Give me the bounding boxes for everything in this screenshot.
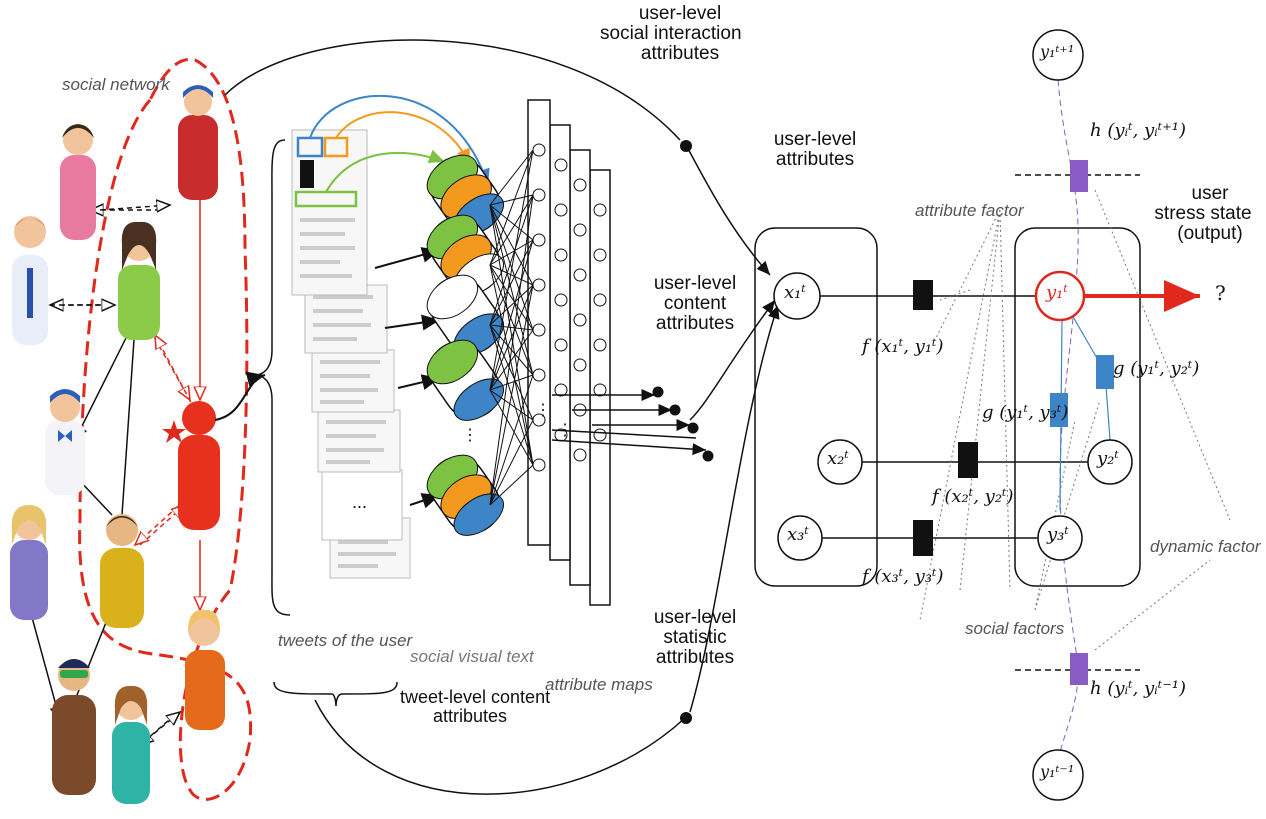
math-f1: f (x₁ᵗ, y₁ᵗ) — [862, 338, 944, 357]
map-node — [555, 159, 567, 171]
map-node — [555, 339, 567, 351]
factor-node-h-next — [1070, 160, 1088, 192]
map-node — [555, 204, 567, 216]
person-icon — [45, 389, 85, 495]
label-tweet-level: tweet-level content attributes — [400, 688, 540, 726]
map-node — [574, 179, 586, 191]
pill-group — [419, 446, 511, 544]
factor-node-g12 — [1096, 355, 1114, 389]
person-icon — [100, 514, 144, 628]
math-g13: g (y₁ᵗ, y₃ᵗ) — [982, 404, 1068, 423]
map-node — [533, 144, 545, 156]
social-network — [10, 59, 251, 804]
factor-node-f2 — [958, 442, 978, 478]
map-node — [533, 279, 545, 291]
map-node — [594, 429, 606, 441]
map-node — [574, 314, 586, 326]
map-node — [555, 294, 567, 306]
tweets-underbrace — [272, 680, 402, 710]
person-icon — [118, 222, 160, 340]
map-node — [533, 459, 545, 471]
label-attribute-factor: attribute factor — [915, 202, 1024, 220]
label-output-mark: ? — [1215, 283, 1226, 304]
math-y1: y₁ᵗ — [1046, 284, 1068, 303]
map-node — [574, 359, 586, 371]
person-icon — [185, 610, 225, 730]
tweet-card — [312, 350, 394, 412]
map-node — [533, 369, 545, 381]
label-dynamic-factor: dynamic factor — [1150, 538, 1261, 556]
map-node — [533, 324, 545, 336]
map-node — [533, 189, 545, 201]
map-node — [574, 224, 586, 236]
math-x1: x₁ᵗ — [784, 284, 806, 303]
math-x2: x₂ᵗ — [827, 450, 849, 469]
tweet-card — [292, 130, 367, 295]
label-attribute-maps: attribute maps — [545, 676, 653, 694]
tweet-card — [318, 410, 400, 472]
math-g12: g (y₁ᵗ, y₂ᵗ) — [1113, 360, 1199, 379]
map-node — [574, 269, 586, 281]
person-icon — [112, 686, 150, 804]
label-statistic-attributes: user-level statistic attributes — [640, 608, 750, 668]
factor-node-h-prev — [1070, 653, 1088, 685]
map-node — [594, 384, 606, 396]
label-tweets-of-user: tweets of the user — [278, 632, 412, 650]
label-user-level-attributes: user-level attributes — [770, 130, 860, 170]
map-node — [555, 384, 567, 396]
map-node — [594, 294, 606, 306]
factor-node-f1 — [913, 280, 933, 310]
person-icon — [52, 659, 96, 795]
map-node — [574, 449, 586, 461]
tweet-ellipsis: ... — [352, 492, 367, 512]
attribute-maps: ⋮ ⋮ — [528, 100, 610, 605]
math-y3: y₃ᵗ — [1047, 526, 1069, 545]
label-content-attributes: user-level content attributes — [640, 274, 750, 334]
svg-text:⋮: ⋮ — [535, 402, 551, 419]
math-x3: x₃ᵗ — [787, 526, 809, 545]
math-y-next: y₁ᵗ⁺¹ — [1040, 44, 1074, 61]
map-node — [594, 339, 606, 351]
math-y2: y₂ᵗ — [1097, 450, 1119, 469]
fan-line — [490, 265, 533, 465]
person-icon — [60, 124, 96, 240]
person-icon — [12, 216, 48, 345]
label-social-network: social network — [62, 76, 170, 94]
map-node — [594, 249, 606, 261]
star-icon — [162, 420, 186, 443]
label-social-factors: social factors — [965, 620, 1064, 638]
math-f3: f (x₃ᵗ, y₃ᵗ) — [862, 568, 944, 587]
fan-line — [490, 420, 533, 505]
math-h-next: h (yᵢᵗ, yᵢᵗ⁺¹) — [1090, 122, 1186, 141]
svg-text:⋮: ⋮ — [462, 427, 478, 444]
map-node — [533, 234, 545, 246]
label-social-visual-text: social visual text — [410, 648, 534, 666]
person-icon — [10, 505, 48, 620]
label-social-interaction: user-level social interaction attributes — [620, 4, 740, 64]
math-f2: f (x₂ᵗ, y₂ᵗ) — [932, 488, 1014, 507]
label-stress-state: user stress state (output) — [1160, 184, 1260, 244]
person-icon — [178, 85, 218, 200]
map-node — [594, 204, 606, 216]
factor-node-f3 — [913, 520, 933, 556]
map-node — [555, 249, 567, 261]
math-h-prev: h (yᵢᵗ, yᵢᵗ⁻¹) — [1090, 680, 1186, 699]
math-y-prev: y₁ᵗ⁻¹ — [1040, 764, 1074, 781]
person-icon — [178, 401, 220, 530]
